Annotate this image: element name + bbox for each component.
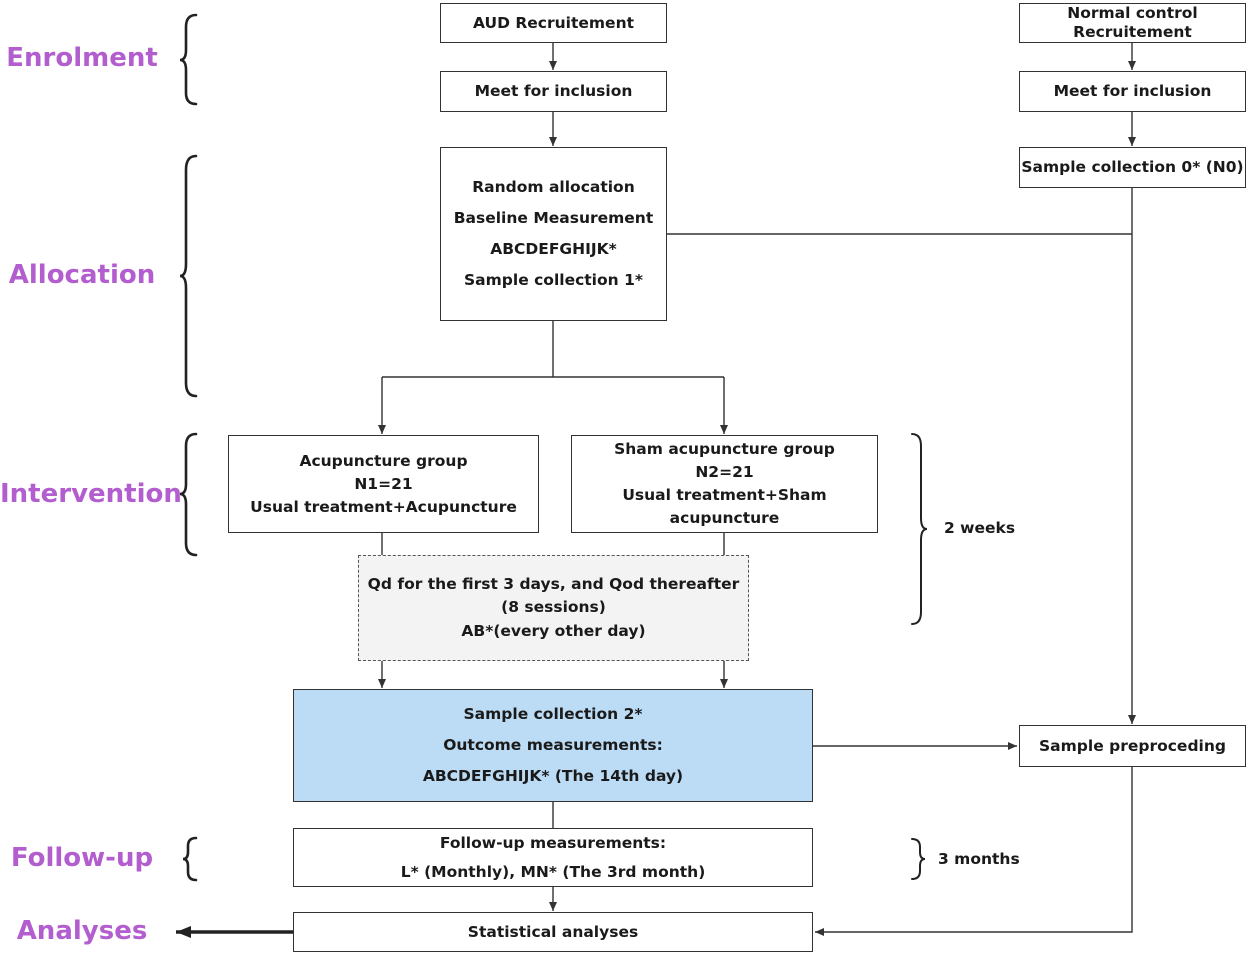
stage-label-follow-up: Follow-up <box>10 843 154 873</box>
acupuncture-line: N1=21 <box>354 474 413 493</box>
schedule-line: (8 sessions) <box>501 598 606 617</box>
acupuncture-line: Acupuncture group <box>299 451 468 470</box>
allocation-line: Baseline Measurement <box>453 209 654 227</box>
sham-acupuncture-group-box: Sham acupuncture group N2=21 Usual treat… <box>571 435 878 533</box>
allocation-box: Random allocation Baseline Measurement A… <box>440 147 667 321</box>
normal-recruitment-box: Normal control Recruitement <box>1019 3 1246 43</box>
three-months-brace <box>911 838 926 880</box>
outcome-line: ABCDEFGHIJK* (The 14th day) <box>422 767 684 785</box>
schedule-box: Qd for the first 3 days, and Qod thereaf… <box>358 555 749 661</box>
two-weeks-brace <box>911 433 928 625</box>
stage-label-analyses: Analyses <box>16 916 148 946</box>
allocation-line: ABCDEFGHIJK* <box>490 240 617 258</box>
follow-up-line: L* (Monthly), MN* (The 3rd month) <box>400 862 706 881</box>
intervention-brace <box>179 432 198 557</box>
stage-label-intervention: Intervention <box>0 479 182 509</box>
schedule-line: Qd for the first 3 days, and Qod thereaf… <box>367 574 740 593</box>
sample-collection-0-box: Sample collection 0* (N0) <box>1019 147 1246 188</box>
stage-label-enrolment: Enrolment <box>6 43 158 73</box>
enrolment-brace <box>179 13 198 106</box>
sample-collection-0-label: Sample collection 0* (N0) <box>1021 158 1244 177</box>
normal-inclusion-label: Meet for inclusion <box>1053 82 1212 101</box>
acupuncture-line: Usual treatment+Acupuncture <box>250 497 517 516</box>
follow-up-box: Follow-up measurements: L* (Monthly), MN… <box>293 828 813 887</box>
allocation-brace <box>179 154 198 398</box>
sample-preprocessing-box: Sample preproceding <box>1019 725 1246 767</box>
duration-three-months: 3 months <box>938 850 1020 868</box>
outcome-line: Sample collection 2* <box>463 705 643 723</box>
sample-preprocessing-label: Sample preproceding <box>1039 736 1226 755</box>
aud-recruitment-label: AUD Recruitement <box>472 13 635 32</box>
allocation-line: Sample collection 1* <box>464 271 643 289</box>
follow-up-line: Follow-up measurements: <box>439 833 667 852</box>
normal-recruitment-label: Recruitement <box>1073 23 1192 41</box>
aud-inclusion-box: Meet for inclusion <box>440 71 667 112</box>
stage-label-allocation: Allocation <box>8 260 156 290</box>
sham-line: Sham acupuncture group <box>614 440 835 458</box>
normal-inclusion-box: Meet for inclusion <box>1019 71 1246 112</box>
schedule-line: AB*(every other day) <box>461 621 646 640</box>
duration-two-weeks: 2 weeks <box>944 519 1016 537</box>
normal-recruitment-label: Normal control <box>1067 4 1198 22</box>
sham-line: N2=21 <box>695 463 754 481</box>
statistical-analyses-box: Statistical analyses <box>293 912 813 952</box>
outcome-line: Outcome measurements: <box>443 736 663 754</box>
allocation-line: Random allocation <box>472 178 635 196</box>
sham-line: Usual treatment+Sham acupuncture <box>622 486 827 527</box>
follow-up-brace <box>182 836 198 882</box>
aud-recruitment-box: AUD Recruitement <box>440 3 667 43</box>
aud-inclusion-label: Meet for inclusion <box>474 82 633 101</box>
outcome-measurements-box: Sample collection 2* Outcome measurement… <box>293 689 813 802</box>
arrow-preprocessing-to-stats <box>815 767 1133 936</box>
acupuncture-group-box: Acupuncture group N1=21 Usual treatment+… <box>228 435 539 533</box>
statistical-analyses-label: Statistical analyses <box>467 922 639 941</box>
